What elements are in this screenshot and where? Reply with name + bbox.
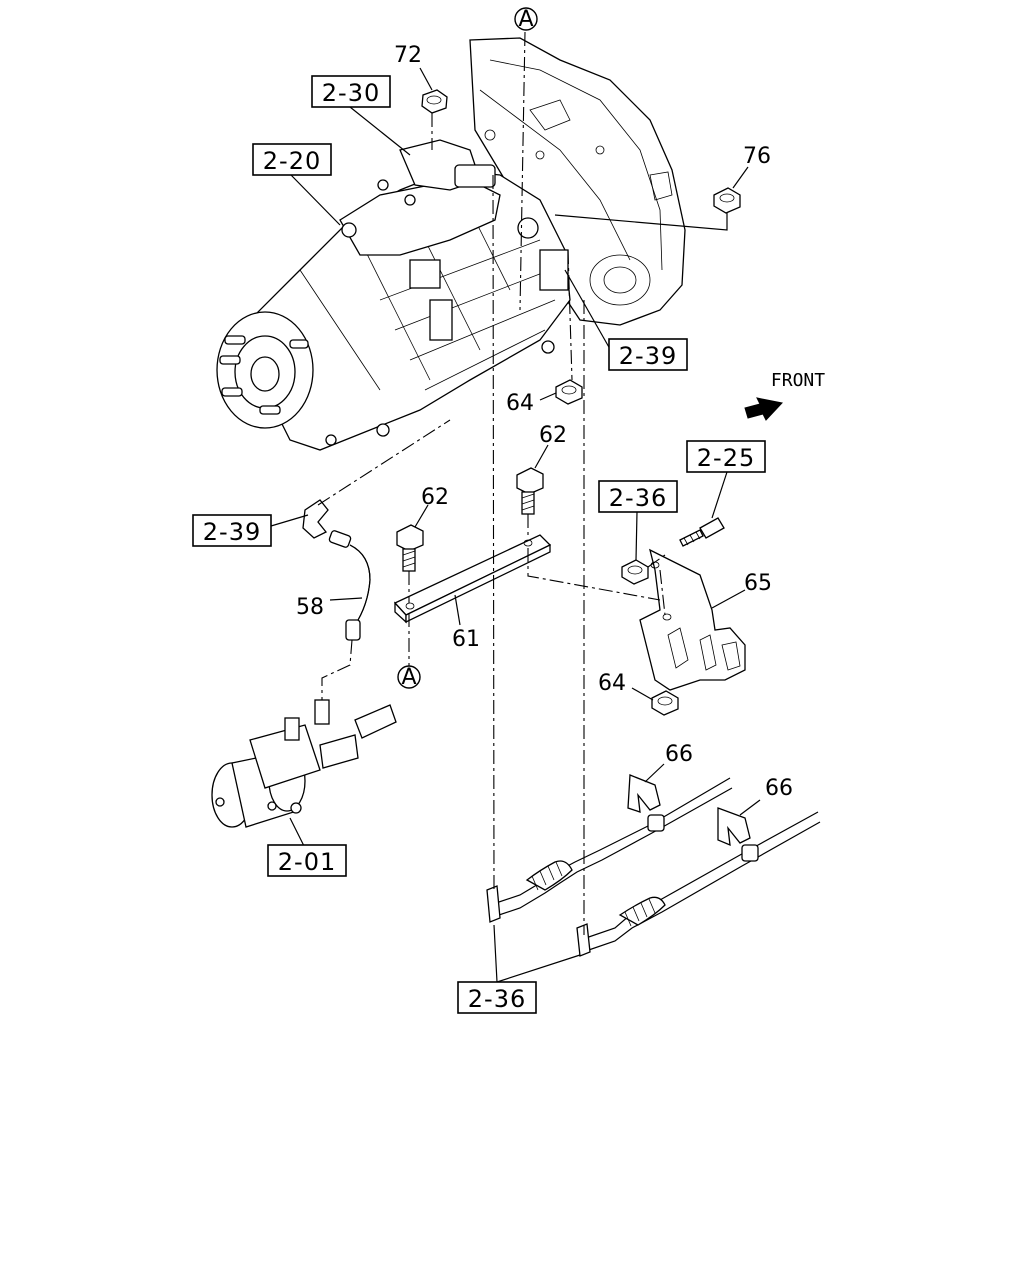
- nut-2-36-icon: [621, 559, 649, 585]
- bracket-65-icon: [639, 548, 746, 691]
- ref-2-20[interactable]: 2-20: [252, 143, 332, 176]
- clip-66-left-icon: [627, 774, 661, 813]
- svg-text:2-20: 2-20: [263, 147, 321, 175]
- callout-64-bottom: 64: [598, 671, 626, 696]
- front-direction-label: FRONT: [771, 370, 825, 391]
- nut-76-icon: [713, 187, 741, 214]
- ref-2-30[interactable]: 2-30: [311, 75, 391, 108]
- svg-text:2-36: 2-36: [468, 985, 526, 1013]
- ref-2-25[interactable]: 2-25: [686, 440, 766, 473]
- hose-58-icon: [328, 530, 371, 641]
- ref-2-36-mid[interactable]: 2-36: [598, 480, 678, 513]
- marker-a-top: A: [514, 7, 538, 32]
- callout-58: 58: [296, 595, 324, 620]
- cylinder-2-01-icon: [211, 699, 397, 828]
- ref-2-39-top[interactable]: 2-39: [608, 338, 688, 371]
- leader-lines: [270, 31, 761, 983]
- ref-2-39-left[interactable]: 2-39: [192, 514, 272, 547]
- transmission-illustration: [216, 37, 686, 451]
- callout-61: 61: [452, 627, 480, 652]
- svg-text:2-39: 2-39: [619, 342, 677, 370]
- marker-a-bottom: A: [397, 665, 421, 690]
- stud-2-25-icon: [679, 517, 725, 547]
- callout-64-top: 64: [506, 391, 534, 416]
- callout-66-right: 66: [765, 776, 793, 801]
- ref-2-36-bottom[interactable]: 2-36: [457, 981, 537, 1014]
- nut-64-bottom-icon: [651, 690, 679, 716]
- nut-72-icon: [421, 89, 448, 114]
- callout-65: 65: [744, 571, 772, 596]
- plate-61-icon: [393, 534, 552, 624]
- svg-text:2-39: 2-39: [203, 518, 261, 546]
- svg-text:A: A: [401, 665, 416, 690]
- svg-text:2-25: 2-25: [697, 444, 755, 472]
- elbow-fitting-icon: [302, 499, 329, 539]
- svg-text:2-30: 2-30: [322, 79, 380, 107]
- svg-text:2-01: 2-01: [278, 848, 336, 876]
- svg-text:A: A: [518, 7, 533, 32]
- nut-64-top-icon: [555, 379, 583, 405]
- callout-66-left: 66: [665, 742, 693, 767]
- ref-2-01[interactable]: 2-01: [267, 844, 347, 877]
- callout-72: 72: [394, 43, 422, 68]
- cable-left-icon: [486, 777, 733, 923]
- bolt-62-left-icon: [396, 524, 424, 572]
- callout-62-right: 62: [539, 423, 567, 448]
- clip-66-right-icon: [717, 807, 751, 847]
- front-arrow-icon: [744, 397, 783, 421]
- svg-text:2-36: 2-36: [609, 484, 667, 512]
- bolt-62-right-icon: [516, 467, 544, 515]
- cable-right-icon: [576, 811, 821, 957]
- callout-62-left: 62: [421, 485, 449, 510]
- callout-76: 76: [743, 144, 771, 169]
